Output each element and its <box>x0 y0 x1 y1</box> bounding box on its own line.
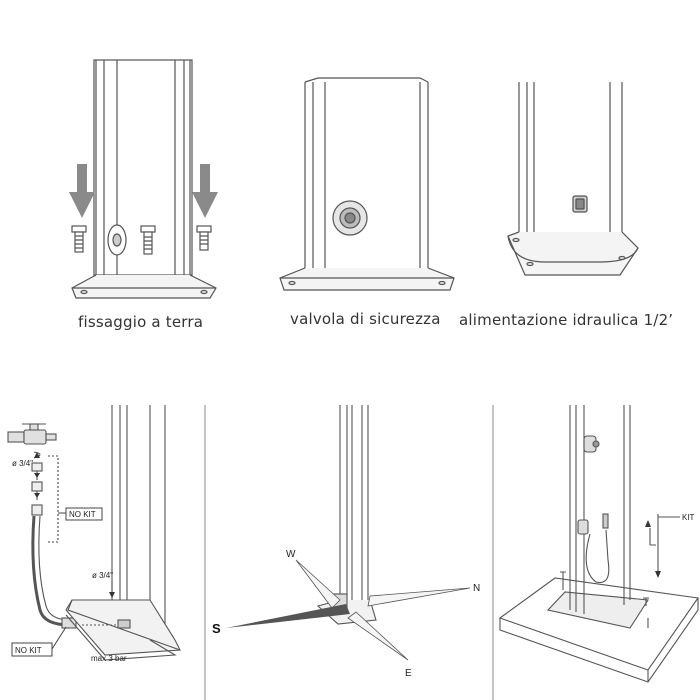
ground-fixing-illustration <box>71 59 217 299</box>
diameter-label-base: ø 3/4" <box>92 571 113 580</box>
compass-north-label: N <box>473 583 480 594</box>
south-needle <box>226 604 350 628</box>
bolt-middle <box>140 225 156 255</box>
label-boxes <box>11 507 103 657</box>
no-kit-label-lower: NO KIT <box>15 646 42 655</box>
callout-line <box>51 626 67 650</box>
down-arrow-icon <box>69 164 95 218</box>
compass-south-label: S <box>212 621 221 636</box>
connector-arrows <box>34 452 115 598</box>
plumbing-connection-illustration <box>7 405 181 661</box>
caption-ground-fixing: fissaggio a terra <box>78 313 204 331</box>
down-arrow-icon <box>192 164 218 218</box>
compass-west-label: W <box>286 549 296 560</box>
kit-arrows <box>645 520 661 578</box>
bolt-left <box>71 225 87 253</box>
compass-east-label: E <box>405 668 412 679</box>
no-kit-label-upper: NO KIT <box>69 510 96 519</box>
kit-label: KIT <box>682 513 695 522</box>
kit-installation-illustration <box>498 405 699 683</box>
max-pressure-label: max 3 bar <box>91 654 127 663</box>
compass-rose <box>295 559 471 661</box>
tap-icon <box>7 423 57 445</box>
diameter-label-top: ø 3/4" <box>12 459 33 468</box>
safety-valve-illustration <box>279 77 455 291</box>
caption-safety-valve: valvola di sicurezza <box>290 310 441 328</box>
caption-water-supply: alimentazione idraulica 1/2’ <box>459 311 674 329</box>
bolt-right <box>196 225 212 251</box>
water-supply-illustration <box>507 82 639 276</box>
